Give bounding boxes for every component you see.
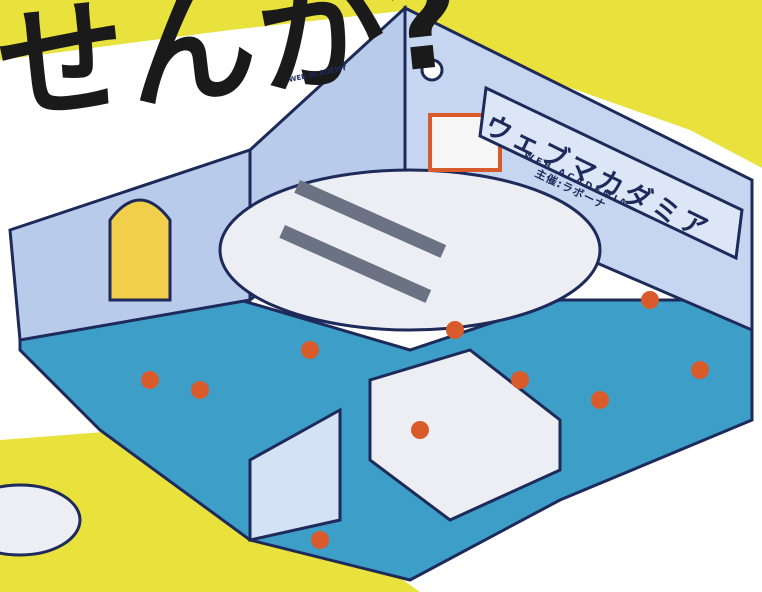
desk-row-1 — [294, 179, 447, 258]
round-platform — [0, 483, 82, 557]
wall-banner — [478, 85, 744, 261]
staircase — [368, 348, 562, 522]
yellow-background-top — [0, 0, 762, 168]
arched-doorway — [108, 198, 172, 302]
wall-clock — [420, 58, 444, 82]
people-figures — [141, 291, 709, 549]
raised-stage — [218, 168, 602, 332]
lower-room — [248, 407, 342, 542]
desk-row-2 — [279, 224, 432, 303]
